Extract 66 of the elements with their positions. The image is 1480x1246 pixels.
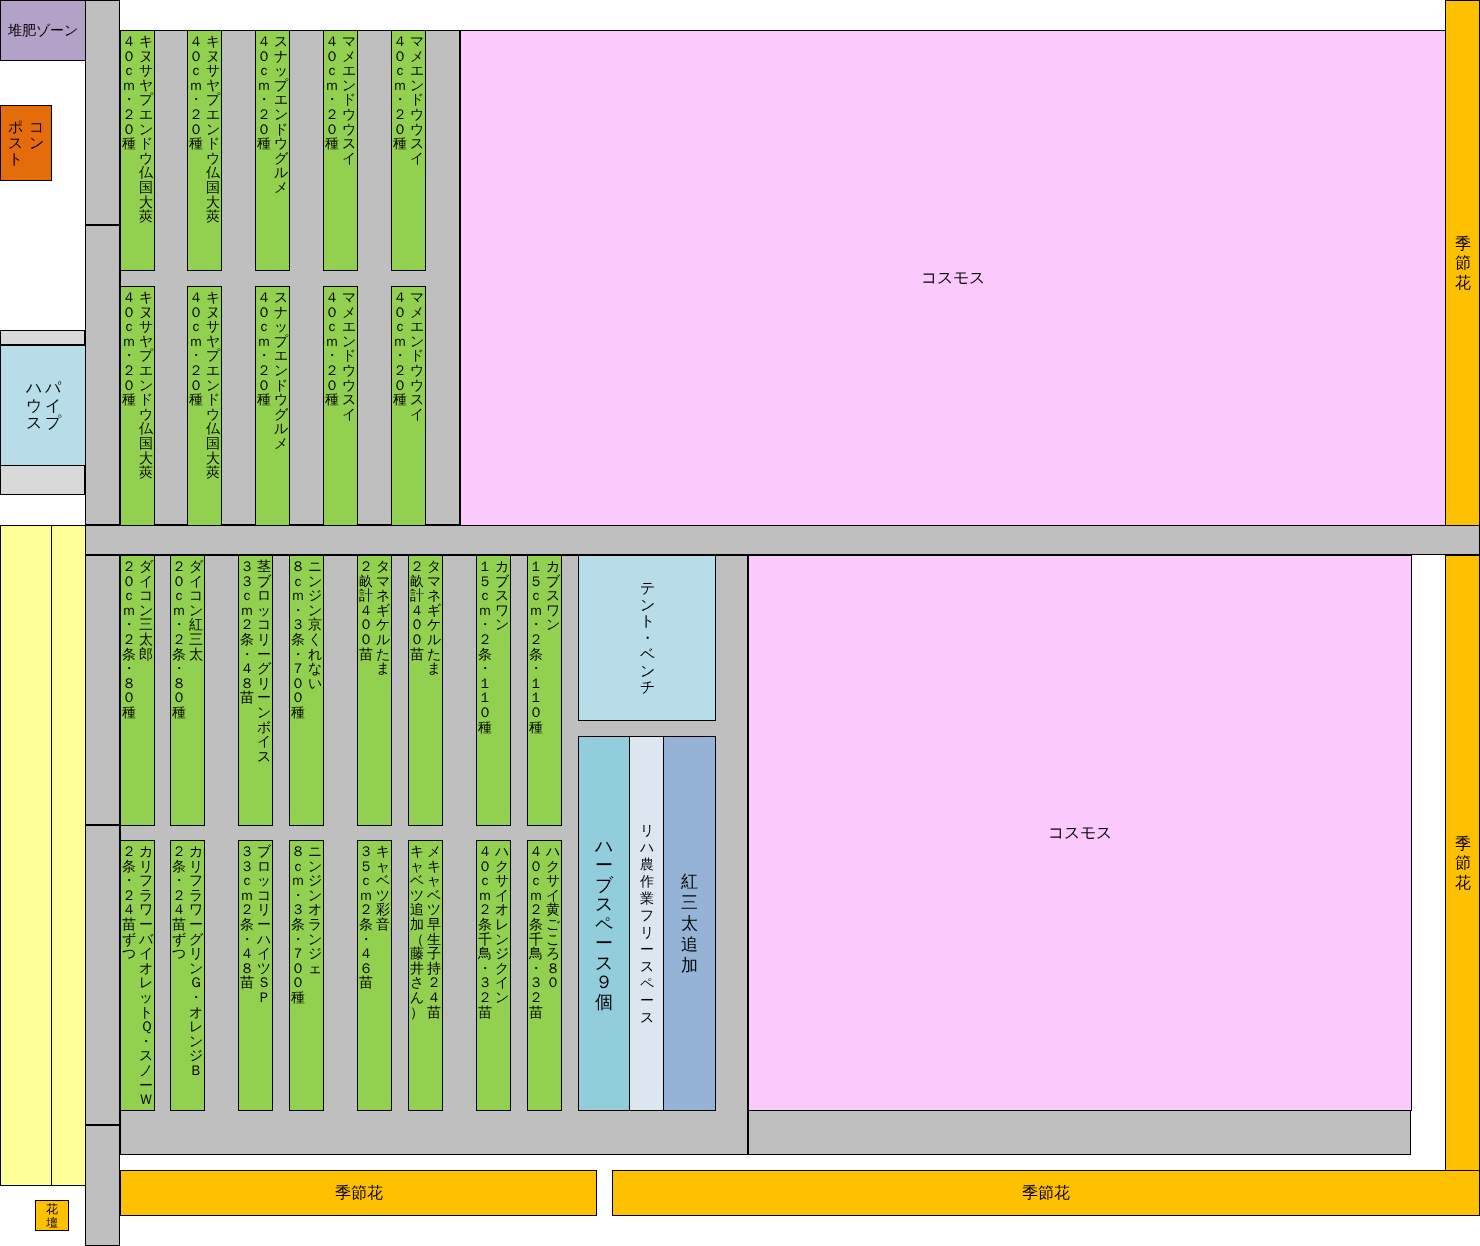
planting-note: ２畝計４００苗	[409, 559, 425, 662]
planting-note: ２畝計４００苗	[358, 559, 374, 662]
planting-note: ４０ｃｍ・２０種	[324, 290, 340, 407]
crop-name: カリフラワーバイオレットＱ・スノーＷ	[138, 844, 154, 1107]
crop-name: キヌサヤプエンドウ仏国大莢	[205, 34, 221, 224]
zone-label: テント・ベンチ	[638, 580, 656, 696]
crop-name: タマネギケルたま	[375, 559, 391, 676]
crop-name: カブスワン	[545, 559, 561, 632]
crop-name: マメエンドウウスイ	[409, 290, 425, 422]
planting-note: ４０ｃｍ・２０種	[392, 290, 408, 407]
crop-name: ハクサイオレンジクイン	[494, 844, 510, 1005]
zone-label: 季節花	[1022, 1183, 1070, 1203]
crop-name: ニンジン京くれない	[307, 559, 323, 691]
crop-name: カブスワン	[494, 559, 510, 632]
zone-label: 花壇	[45, 1201, 59, 1230]
zone-label: コスモス	[921, 268, 985, 288]
zone-label: 季節花	[1453, 233, 1472, 293]
planting-note: ３５ｃｍ２条・４６苗	[358, 844, 374, 990]
zone-label: リハ農作業フリースペース	[638, 821, 655, 1026]
planting-note: キャベツ追加（藤井さん）	[409, 844, 425, 1020]
planting-note: ４０ｃｍ・２０種	[188, 290, 204, 407]
zone-label: 堆肥ゾーン	[8, 22, 78, 39]
planting-note: ４０ｃｍ・２０種	[256, 290, 272, 407]
crop-name: キャベツ彩音	[375, 844, 391, 932]
crop-name: マメエンドウウスイ	[341, 290, 357, 422]
zone-label: ハーブスペース９個	[594, 835, 614, 1012]
crop-name: タマネギケルたま	[426, 559, 442, 676]
planting-note: ３３ｃｍ２条・４８苗	[239, 844, 255, 990]
planting-note: ４０ｃｍ・２０種	[188, 34, 204, 151]
crop-name: スナップエンドウグルメ	[273, 34, 289, 195]
planting-note: ８ｃｍ・３条・７００種	[290, 844, 306, 1005]
zone-label: コスモス	[1048, 823, 1112, 843]
zone-label: コンポスト	[7, 119, 45, 167]
zone-label: 季節花	[334, 1183, 383, 1203]
crop-name: メキャベツ早生子持２４苗	[426, 844, 442, 1020]
planting-note: ２条・２４苗ずつ	[171, 844, 187, 961]
planting-note: ２０ｃｍ・２条・８０種	[121, 559, 137, 720]
planting-note: ２条・２４苗ずつ	[121, 844, 137, 961]
zone-label: 紅三太追加	[680, 871, 699, 976]
crop-name: マメエンドウウスイ	[409, 34, 425, 166]
crop-name: ダイコン三太郎	[138, 559, 154, 662]
crop-name: ダイコン紅三太	[188, 559, 204, 662]
planting-note: ４０ｃｍ・２０種	[324, 34, 340, 151]
crop-name: ニンジンオランジェ	[307, 844, 323, 976]
crop-name: キヌサヤプエンドウ仏国大莢	[138, 290, 154, 480]
crop-name: マメエンドウウスイ	[341, 34, 357, 166]
zone-label: パイプハウス	[24, 379, 62, 432]
planting-note: ４０ｃｍ２条千鳥・３２苗	[528, 844, 544, 1020]
crop-name: 茎ブロッコリーグリーンボイス	[256, 559, 272, 764]
planting-note: １５ｃｍ・２条・１１０種	[477, 559, 493, 735]
crop-name: カリフラワーグリンＧ・オレンジＢ	[188, 844, 204, 1078]
crop-name: ブロッコリーハイツＳＰ	[256, 844, 272, 1005]
planting-note: １５ｃｍ・２条・１１０種	[528, 559, 544, 735]
planting-note: ４０ｃｍ・２０種	[121, 290, 137, 407]
crop-name: スナップエンドウグルメ	[273, 290, 289, 451]
planting-note: ８ｃｍ・３条・７００種	[290, 559, 306, 720]
planting-note: ４０ｃｍ・２０種	[121, 34, 137, 151]
crop-name: キヌサヤプエンドウ仏国大莢	[205, 290, 221, 480]
zone-label: 季節花	[1453, 833, 1472, 893]
planting-note: ４０ｃｍ２条千鳥・３２苗	[477, 844, 493, 1020]
planting-note: ４０ｃｍ・２０種	[392, 34, 408, 151]
crop-name: ハクサイ黄ごころ８０	[545, 844, 561, 990]
planting-note: ２０ｃｍ・２条・８０種	[171, 559, 187, 720]
planting-note: ４０ｃｍ・２０種	[256, 34, 272, 151]
planting-note: ３３ｃｍ２条・４８苗	[239, 559, 255, 705]
crop-name: キヌサヤプエンドウ仏国大莢	[138, 34, 154, 224]
